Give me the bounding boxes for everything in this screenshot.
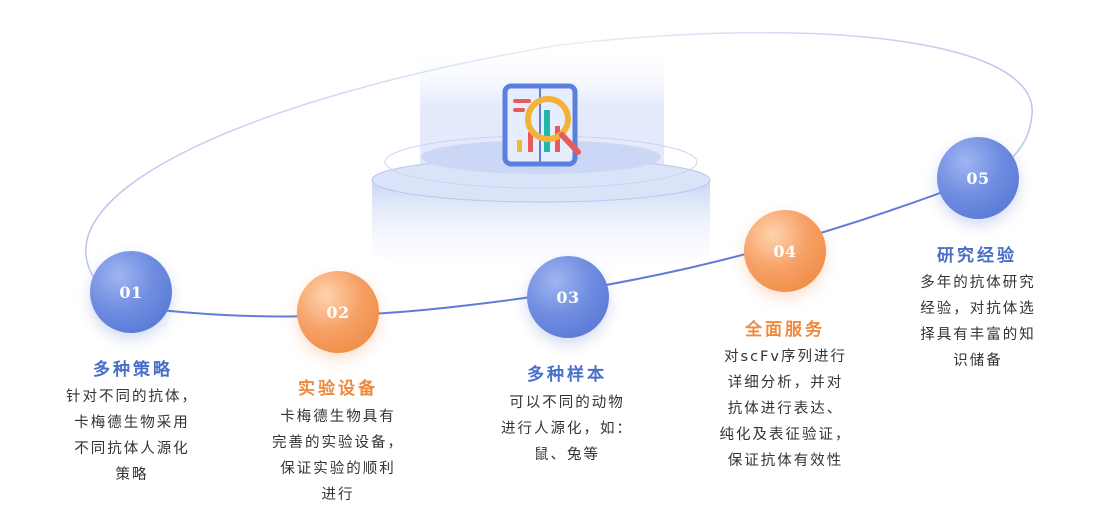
- step-01-title: 多种策略: [93, 360, 173, 380]
- step-01-description: 针对不同的抗体， 卡梅德生物采用 不同抗体人源化 策略: [66, 389, 198, 483]
- orbit-back-arc: [85, 31, 1033, 279]
- analytics-magnifier-icon: [502, 83, 581, 167]
- step-03-number: 03: [556, 287, 580, 307]
- step-04-number: 04: [773, 241, 797, 261]
- step-02-circle: 02: [297, 271, 379, 353]
- step-03-title: 多种样本: [527, 365, 607, 385]
- step-04-description: 对scFv序列进行 详细分析，并对 抗体进行表达、 纯化及表征验证， 保证抗体有…: [719, 349, 852, 469]
- step-04-circle: 04: [744, 210, 826, 292]
- step-05-circle: 05: [937, 137, 1019, 219]
- step-05-description: 多年的抗体研究 经验，对抗体选 择具有丰富的知 识储备: [920, 275, 1036, 369]
- step-05-title: 研究经验: [937, 246, 1017, 266]
- step-01-number: 01: [119, 282, 143, 302]
- step-02-description: 卡梅德生物具有 完善的实验设备， 保证实验的顺利 进行: [272, 409, 404, 503]
- step-02-title: 实验设备: [298, 379, 378, 399]
- step-03-circle: 03: [527, 256, 609, 338]
- pedestal-body: [372, 180, 710, 278]
- step-04-title: 全面服务: [745, 320, 825, 340]
- step-02-number: 02: [326, 302, 350, 322]
- step-01-circle: 01: [90, 251, 172, 333]
- step-03-description: 可以不同的动物 进行人源化，如： 鼠、兔等: [501, 395, 633, 463]
- step-05-number: 05: [966, 168, 990, 188]
